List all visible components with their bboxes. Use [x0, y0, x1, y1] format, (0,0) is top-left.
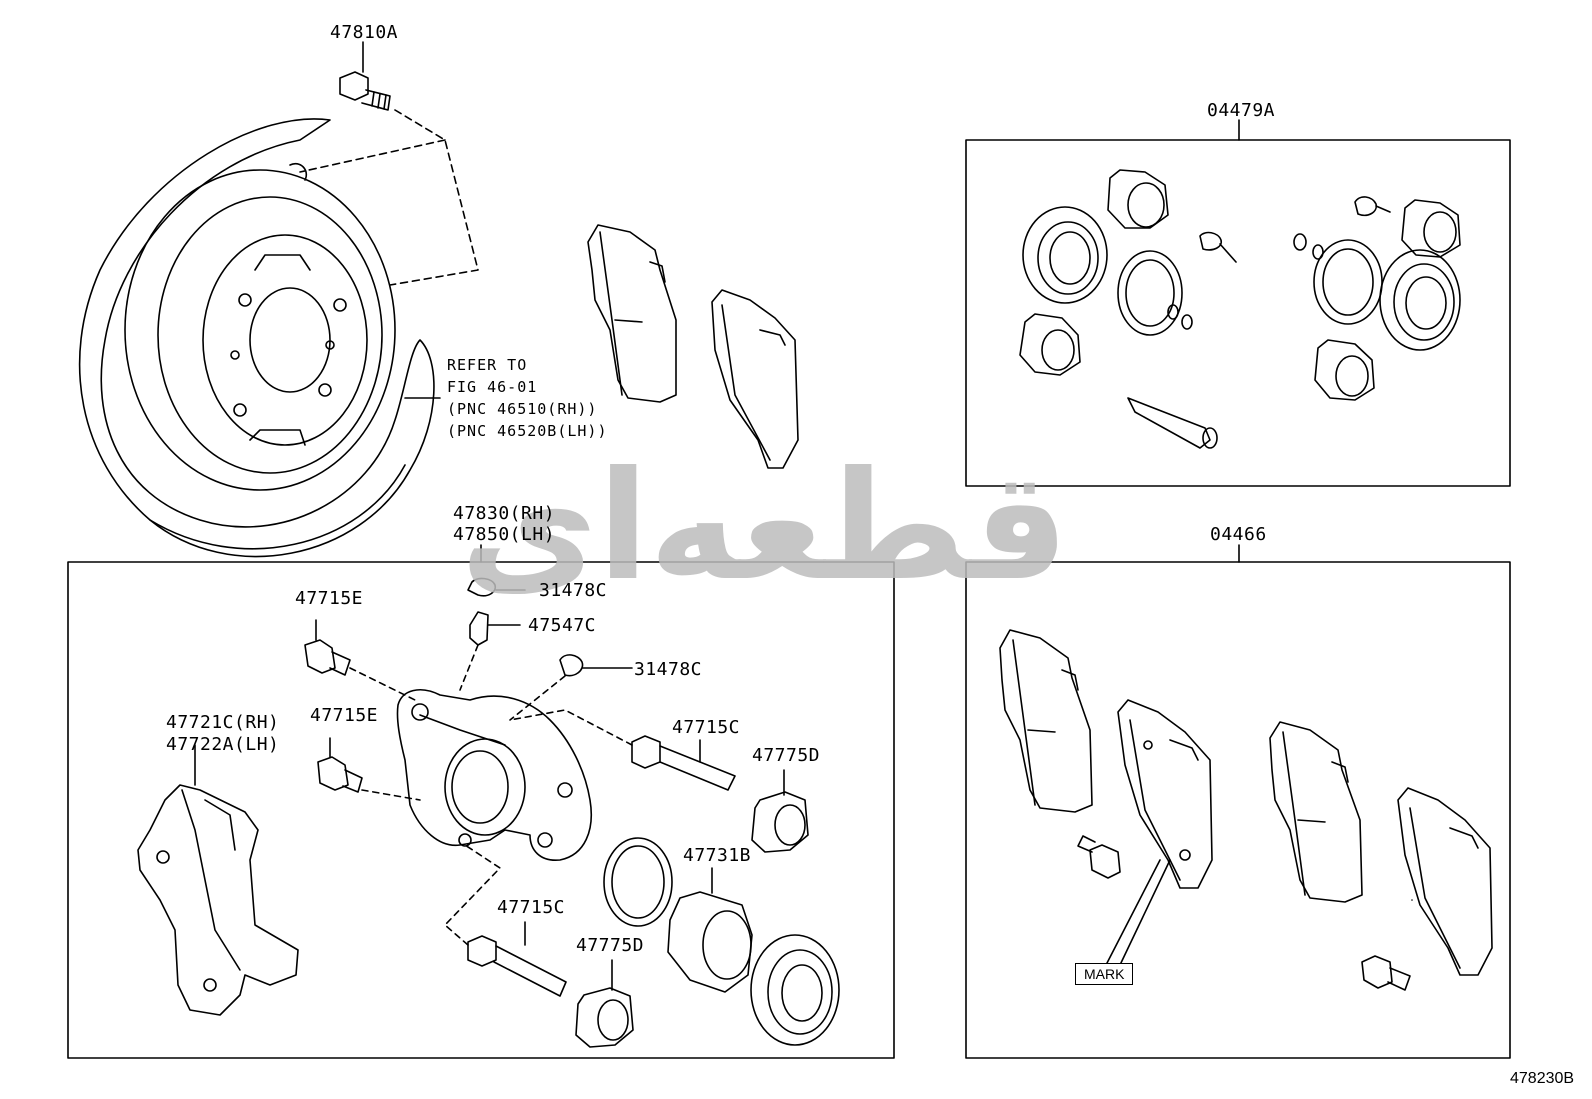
seal-kit-parts — [1019, 169, 1461, 449]
part-label-47715C-a: 47715C — [672, 717, 741, 738]
part-label-47715C-b: 47715C — [497, 897, 566, 918]
part-label-47721C-rh: 47721C(RH) — [166, 712, 280, 733]
caliper-body — [396, 689, 592, 861]
refer-note-line4: (PNC 46520B(LH)) — [447, 422, 608, 440]
dust-cover — [78, 118, 435, 558]
bleeder-47547C — [469, 611, 521, 646]
part-label-31478C-a: 31478C — [539, 580, 608, 601]
cap-31478C-b — [559, 654, 633, 677]
bushing-47775D-a — [751, 769, 809, 853]
piston-47731B — [667, 867, 753, 993]
part-label-47810A: 47810A — [330, 22, 399, 43]
part-label-47715E-a: 47715E — [295, 588, 364, 609]
part-label-47850-lh: 47850(LH) — [453, 524, 556, 545]
part-label-04479A: 04479A — [1207, 100, 1276, 121]
refer-note: REFER TO FIG 46-01 (PNC 46510(RH)) (PNC … — [447, 354, 608, 442]
caliper-assembly-frame — [67, 561, 895, 1059]
bushing-47775D-b — [575, 959, 634, 1048]
slide-pin-47715C-a — [631, 735, 736, 791]
part-label-47775D-b: 47775D — [576, 935, 645, 956]
refer-note-line3: (PNC 46510(RH)) — [447, 400, 598, 418]
pad-kit-frame — [965, 561, 1511, 1059]
brake-pad-upper-2 — [711, 289, 799, 469]
plug-47715E-b — [317, 737, 363, 793]
piston-seal-ring — [603, 837, 673, 927]
part-label-04466: 04466 — [1210, 524, 1267, 545]
part-label-47775D-a: 47775D — [752, 745, 821, 766]
refer-note-line2: FIG 46-01 — [447, 378, 538, 396]
brake-pad-upper-1 — [587, 224, 677, 403]
pad-kit-parts — [999, 629, 1493, 991]
cap-31478C-a — [467, 577, 526, 597]
part-label-47715E-b: 47715E — [310, 705, 379, 726]
mark-label: MARK — [1075, 963, 1134, 985]
part-label-47731B: 47731B — [683, 845, 752, 866]
refer-note-line1: REFER TO — [447, 356, 528, 374]
watermark-text: قطعه‌ای — [460, 440, 1069, 614]
seal-kit-frame — [965, 139, 1511, 487]
part-label-47547C: 47547C — [528, 615, 597, 636]
part-label-31478C-b: 31478C — [634, 659, 703, 680]
slide-pin-47715C-b — [467, 921, 567, 997]
piston-boot — [750, 934, 840, 1046]
bolt-47810A — [339, 41, 391, 111]
part-label-47830-rh: 47830(RH) — [453, 503, 556, 524]
part-label-47722A-lh: 47722A(LH) — [166, 734, 280, 755]
figure-number: 478230B — [1510, 1070, 1575, 1087]
caliper-bracket — [137, 744, 299, 1016]
plug-47715E-a — [304, 619, 351, 676]
